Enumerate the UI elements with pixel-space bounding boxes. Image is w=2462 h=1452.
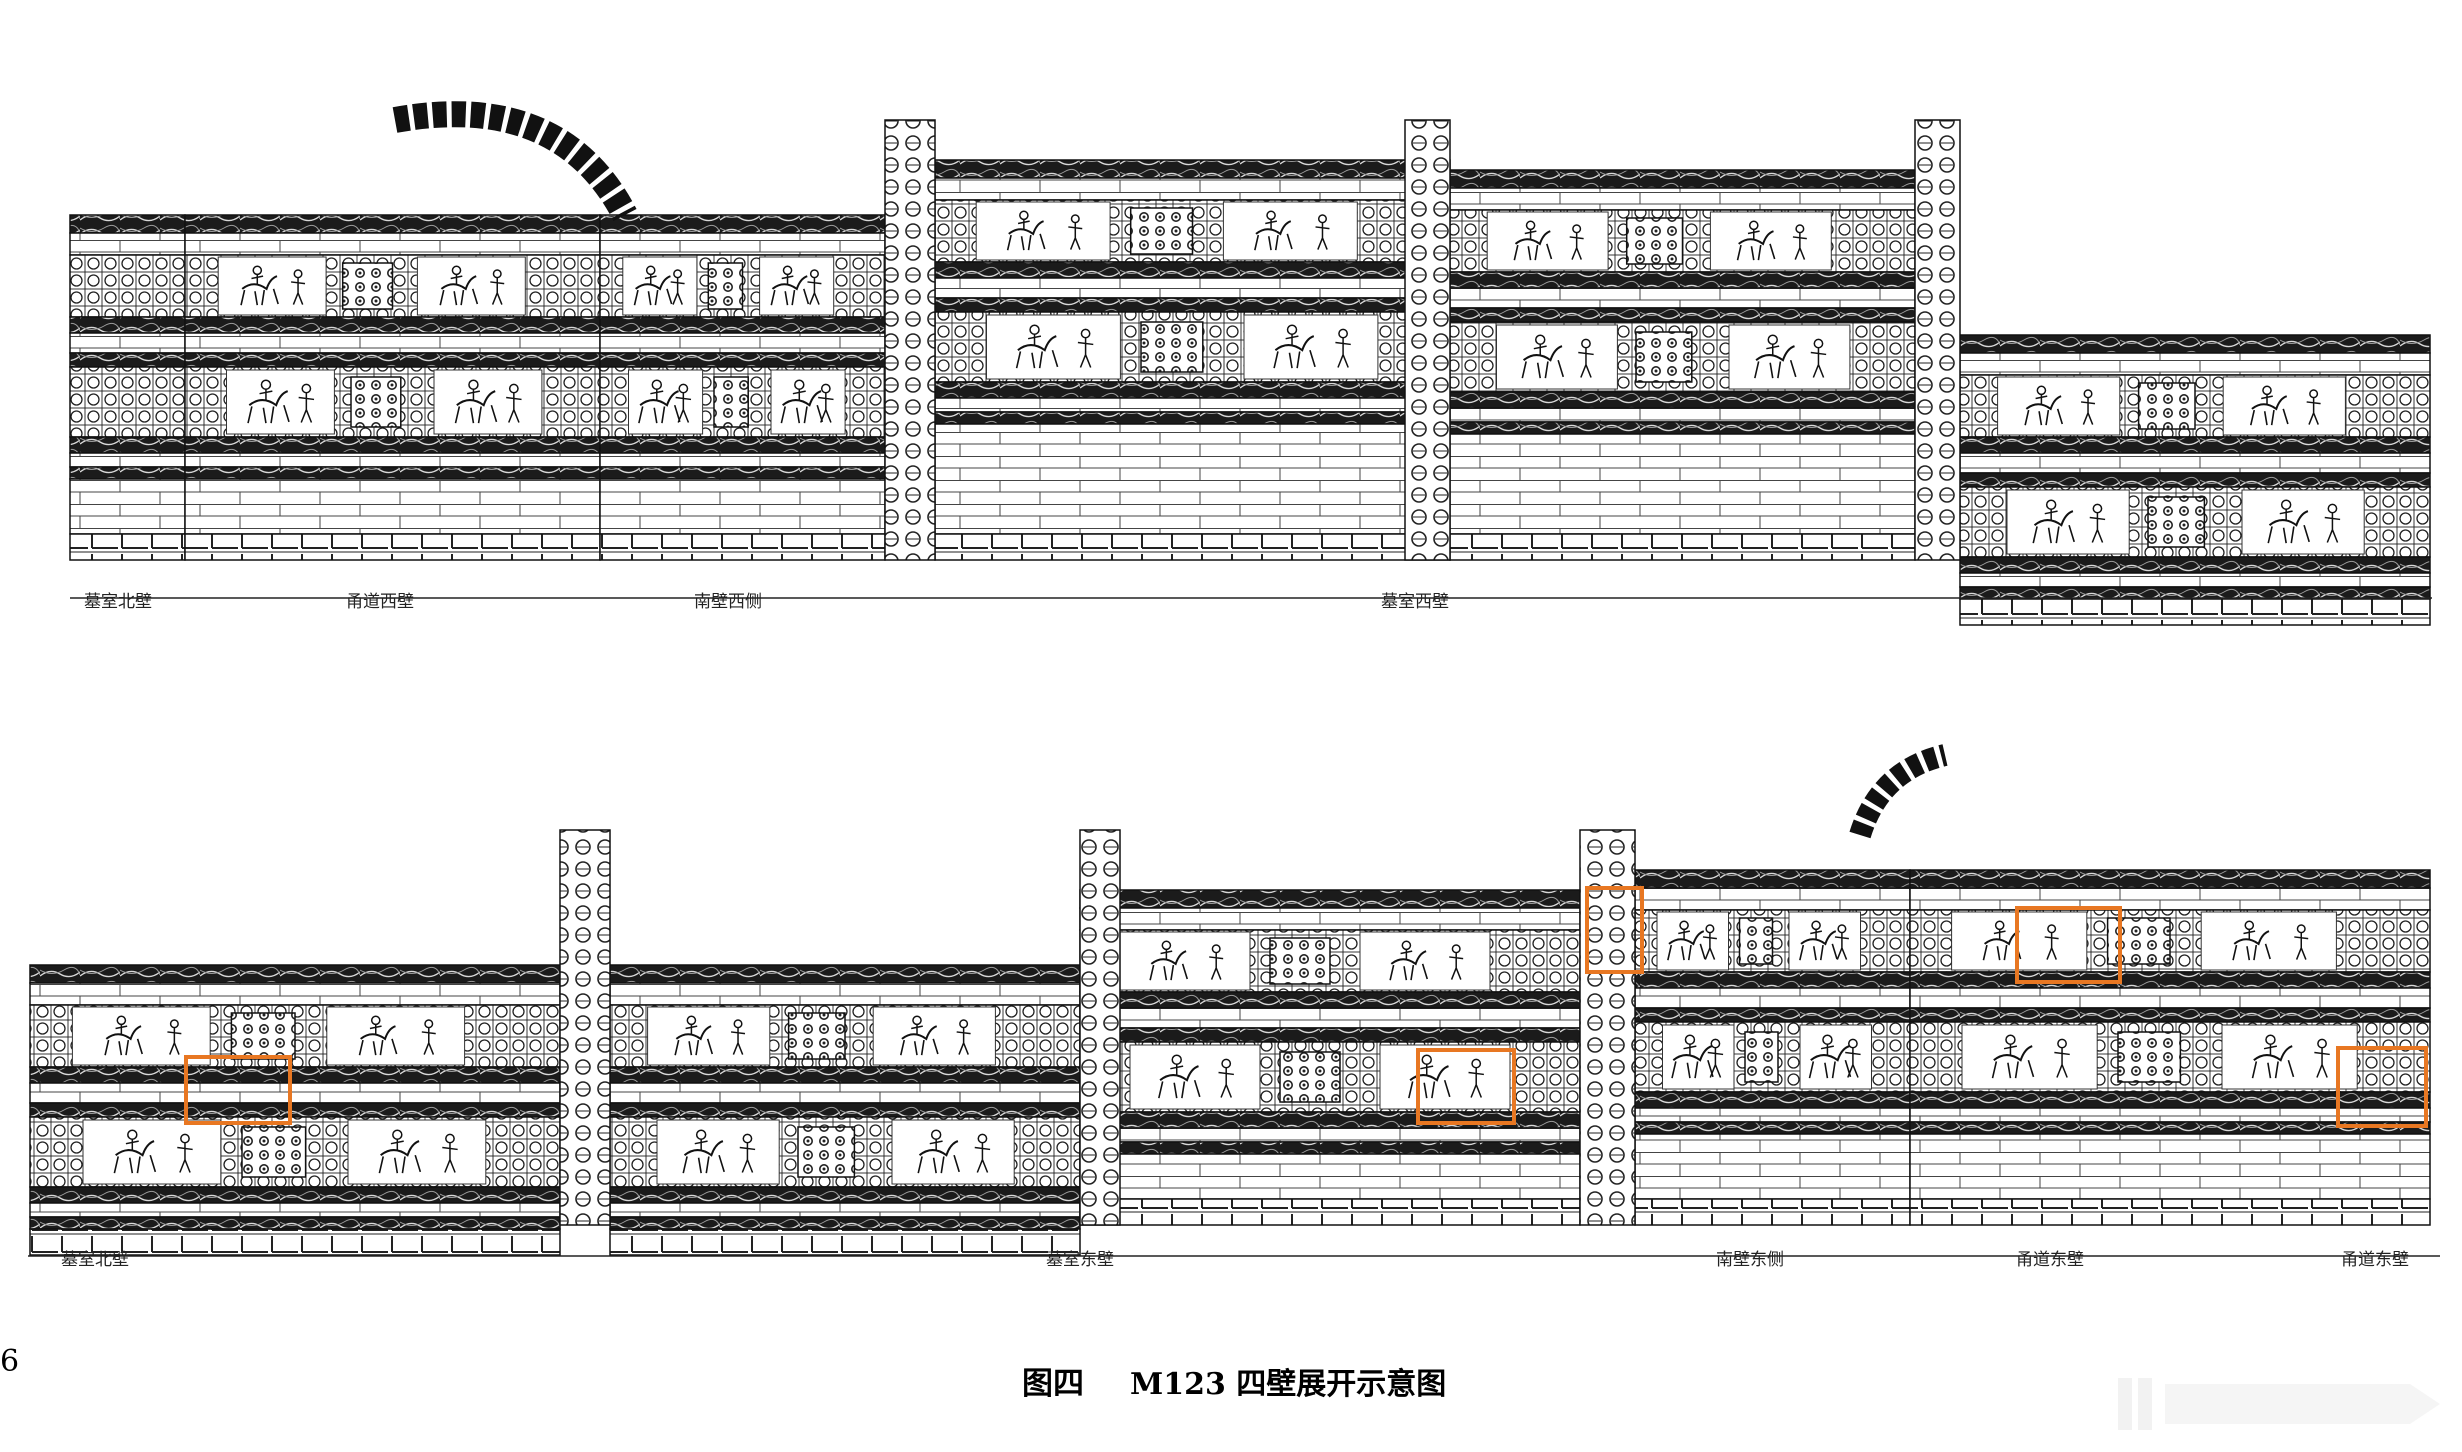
lower-mural-east-2-d	[1379, 1044, 1511, 1110]
upper-segment-west-2	[1449, 169, 1916, 561]
upper-label-1: 墓室北壁	[84, 592, 152, 612]
lower-label-3: 南壁东侧	[1716, 1250, 1784, 1270]
lower-mural-east-1-a	[647, 1006, 771, 1066]
lower-mural-east-2-a	[1119, 931, 1251, 991]
upper-pillar-3	[1914, 119, 1961, 561]
lower-label-4: 甬道东壁	[2016, 1250, 2084, 1270]
lower-segment-east-2	[1079, 889, 1581, 1226]
lower-mural-east-1-d	[891, 1119, 1015, 1185]
highlight-boxes	[184, 886, 2428, 1128]
upper-pillar-2	[1404, 119, 1451, 561]
highlight-box-4	[2015, 906, 2122, 984]
lower-pillar-2	[1079, 829, 1121, 1226]
upper-pillar-1	[884, 119, 936, 561]
highlight-box-3	[1585, 886, 1644, 974]
upper-mural-south-west-d	[770, 369, 846, 435]
figure-title: M123 四壁展开示意图	[1130, 1367, 1446, 1402]
lower-segment-passage-east	[1909, 869, 2431, 1226]
lower-mural-passage-east-d	[2221, 1024, 2358, 1090]
lower-mural-passage-east-b	[2200, 911, 2337, 971]
upper-label-4: 墓室西壁	[1381, 592, 1449, 612]
figure-caption: 图四 M123 四壁展开示意图	[1022, 1366, 1446, 1402]
upper-segment-west-1	[934, 159, 1451, 561]
upper-mural-south-west-b	[759, 256, 835, 316]
lower-mural-east-2-c	[1129, 1044, 1261, 1110]
upper-segment-north	[69, 214, 186, 561]
lower-mural-north-c	[82, 1119, 222, 1185]
figure-number: 图四	[1022, 1366, 1084, 1402]
lower-segment-east-1	[609, 964, 1081, 1256]
lower-label-1: 墓室北壁	[61, 1250, 129, 1270]
highlight-box-2	[1416, 1048, 1516, 1125]
lower-mural-south-east-d	[1799, 1024, 1872, 1090]
upper-mural-west-1-d	[1243, 314, 1379, 380]
upper-mural-west-1-b	[1222, 201, 1358, 261]
upper-mural-passage-west-c	[226, 369, 335, 435]
lower-mural-north-d	[347, 1119, 487, 1185]
highlight-box-5	[2336, 1046, 2428, 1128]
lower-mural-east-1-c	[656, 1119, 780, 1185]
upper-wall-labels: 墓室北壁 甬道西壁 南壁西侧 墓室西壁	[84, 592, 1449, 612]
upper-mural-west-3-c	[2006, 489, 2130, 555]
upper-mural-passage-west-a	[217, 256, 327, 316]
upper-mural-passage-west-b	[416, 256, 526, 316]
lower-mural-passage-east-a	[1951, 911, 2088, 971]
upper-mural-south-west-c	[628, 369, 704, 435]
upper-mural-west-2-d	[1728, 324, 1851, 390]
lower-label-5: 甬道东壁	[2341, 1250, 2409, 1270]
lower-mural-east-1-b	[872, 1006, 996, 1066]
upper-mural-west-3-a	[1997, 376, 2121, 436]
upper-mural-west-2-a	[1486, 211, 1609, 271]
lower-pillar-3	[1579, 829, 1636, 1226]
upper-label-3: 南壁西侧	[694, 592, 762, 612]
lower-wall-labels: 墓室北壁 墓室东壁 南壁东侧 甬道东壁 甬道东壁	[61, 1250, 2409, 1270]
upper-wall-elevation	[69, 101, 2431, 626]
upper-mural-west-3-b	[2222, 376, 2346, 436]
lower-mural-south-east-a	[1656, 911, 1729, 971]
lower-mural-north-b	[326, 1006, 466, 1066]
lower-label-2: 墓室东壁	[1046, 1250, 1114, 1270]
lower-arch	[1849, 744, 1948, 839]
highlight-box-1	[184, 1055, 292, 1125]
upper-mural-south-west-a	[622, 256, 698, 316]
lower-segment-north	[29, 964, 561, 1256]
lower-mural-south-east-c	[1662, 1024, 1735, 1090]
upper-segment-west-3	[1959, 334, 2431, 626]
page-mark: 6	[0, 1344, 19, 1379]
upper-label-2: 甬道西壁	[346, 592, 414, 612]
lower-mural-passage-east-c	[1961, 1024, 2098, 1090]
upper-segment-south-west	[599, 214, 886, 561]
lower-mural-east-2-b	[1359, 931, 1491, 991]
lower-pillar-1	[559, 829, 611, 1226]
lower-segment-south-east	[1634, 869, 1911, 1226]
upper-mural-west-1-c	[986, 314, 1121, 380]
lower-mural-south-east-b	[1788, 911, 1861, 971]
upper-mural-west-2-c	[1496, 324, 1618, 390]
upper-arch	[392, 101, 637, 222]
upper-mural-west-1-a	[975, 201, 1111, 261]
lower-wall-elevation	[29, 744, 2431, 1256]
corner-watermark	[2118, 1378, 2440, 1430]
upper-mural-passage-west-d	[433, 369, 543, 435]
upper-segment-passage-west	[184, 214, 601, 561]
upper-mural-west-2-b	[1709, 211, 1832, 271]
upper-mural-west-3-d	[2241, 489, 2365, 555]
